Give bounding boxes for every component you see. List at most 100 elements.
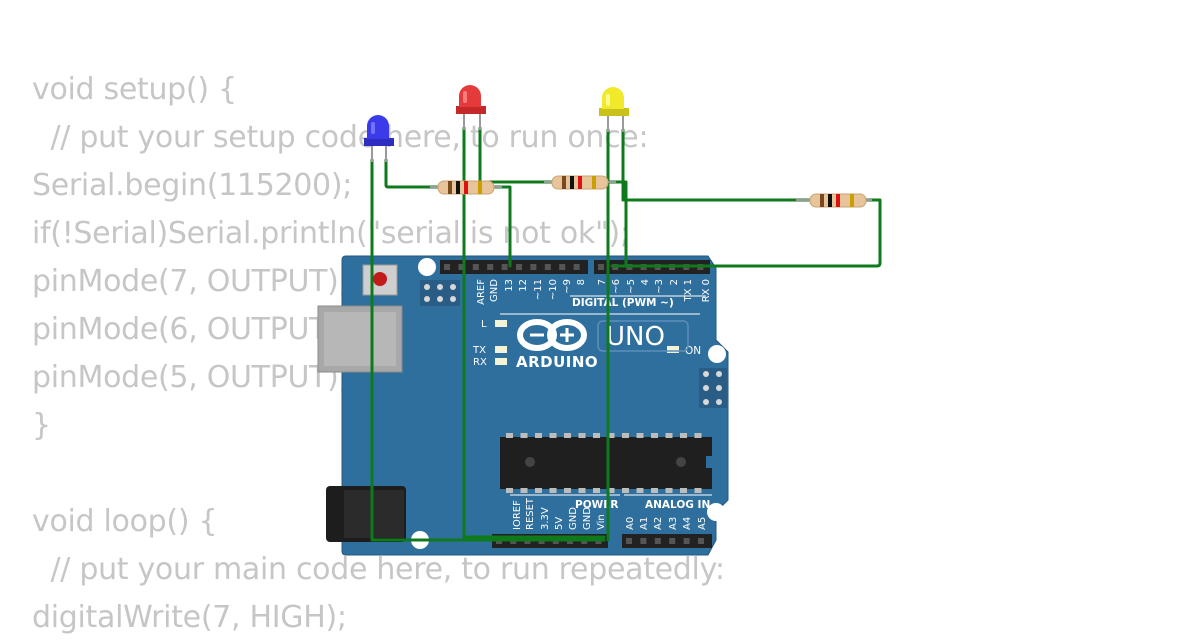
header-pin[interactable] [598,264,604,270]
code-line: // put your main code here, to run repea… [32,552,725,587]
wire-red-led-ground[interactable] [462,126,606,539]
pin-label: 2 [669,279,680,285]
code-line: } [32,408,51,443]
microcontroller-chip [500,433,712,493]
pin-label: 4 [640,279,651,285]
pin-label: A5 [697,517,708,530]
uno-badge [597,320,689,352]
on-led [667,346,679,353]
pin-label: 7 [597,279,608,285]
mounting-hole [418,258,436,276]
resistor-2[interactable] [544,175,616,190]
header-pin[interactable] [683,538,690,544]
header-pin[interactable] [444,264,450,270]
pin-label: Vin [596,514,607,530]
header-pin[interactable] [640,538,647,544]
pin-label: A3 [668,517,679,530]
pin-label: ~9 [562,279,573,294]
wire-resistor3-to-pin5[interactable] [610,198,882,268]
power-header-label: POWER [575,499,618,511]
usb-port-inner [324,312,396,366]
model-label: UNO [606,322,665,352]
code-line: // put your setup code here, to run once… [32,120,649,155]
pin-label: RX 0 [701,279,712,302]
pin-label: ~10 [548,279,559,300]
header-pin[interactable] [559,264,566,270]
pin-label: 3.3V [540,507,551,530]
pin-label: A4 [682,517,693,530]
code-editor: void setup() { // put your setup code he… [32,66,725,642]
code-line: void loop() { [32,504,218,539]
resistor-1[interactable] [430,180,502,195]
resistor-3[interactable] [796,193,872,208]
pin-label: 12 [518,279,529,292]
header-pin[interactable] [530,264,537,270]
analog-header-label: ANALOG IN [645,499,710,511]
pin-label: GND [582,507,593,530]
pin-label: 13 [504,279,515,292]
code-line: digitalWrite(7, HIGH); [32,600,347,635]
digital-header-low[interactable] [440,260,588,274]
mounting-hole [707,503,725,521]
reset-button-cap[interactable] [373,272,387,286]
l-led-label: L [481,319,487,330]
wire-yellow-led-to-resistor[interactable] [621,128,814,202]
header-pin[interactable] [458,264,465,270]
code-line: void setup() { [32,72,237,107]
digital-header-label: DIGITAL (PWM ~) [572,297,674,309]
icsp-header-right [699,368,727,408]
pin-label: ~5 [626,279,637,294]
wire-blue-led-ground[interactable] [370,158,606,542]
icsp-header-left [420,280,460,306]
mounting-hole [708,345,726,363]
led-red[interactable] [456,85,486,130]
pin-label: A1 [639,517,650,530]
header-pin[interactable] [654,538,661,544]
pin-label: AREF [476,279,487,305]
pin-label: GND [568,507,579,530]
rx-led-label: RX [473,357,487,368]
header-pin[interactable] [573,264,580,270]
led-blue[interactable] [364,115,394,162]
header-pin[interactable] [698,538,704,544]
header-pin[interactable] [472,264,479,270]
tx-led [495,346,507,353]
wire-red-led-to-resistor[interactable] [478,126,554,184]
l-led [495,320,507,327]
code-line: pinMode(7, OUTPUT); [32,264,349,299]
wire-resistor1-to-pin7[interactable] [492,185,512,268]
pin-label: RESET [525,497,536,530]
code-line: if(!Serial)Serial.println("serial is not… [32,216,630,251]
on-led-label: ON [685,345,701,357]
arduino-logo-icon [517,319,587,351]
rx-led [495,358,507,365]
led-yellow[interactable] [599,87,629,132]
pin-label: ~3 [654,279,665,294]
pin-label: 5V [554,517,565,530]
header-pin[interactable] [669,538,676,544]
header-pin[interactable] [501,264,508,270]
pin-label: A2 [653,517,664,530]
pin-label: TX 1 [683,279,694,303]
pin-label: ~11 [533,279,544,300]
brand-label: ARDUINO [516,353,598,371]
header-pin[interactable] [544,264,551,270]
header-pin[interactable] [626,538,632,544]
header-pin[interactable] [516,264,522,270]
pin-label: IOREF [512,500,523,530]
header-pin[interactable] [487,264,494,270]
pin-label: 8 [576,279,587,285]
pin-label: A0 [625,517,636,530]
pin-label: ~6 [611,279,622,294]
code-line: Serial.begin(115200); [32,168,353,203]
power-jack-inner [344,490,404,538]
pin-label: GND [489,279,500,302]
wire-blue-led-to-resistor[interactable] [384,158,440,189]
tx-led-label: TX [472,345,486,356]
analog-header[interactable] [622,534,712,548]
